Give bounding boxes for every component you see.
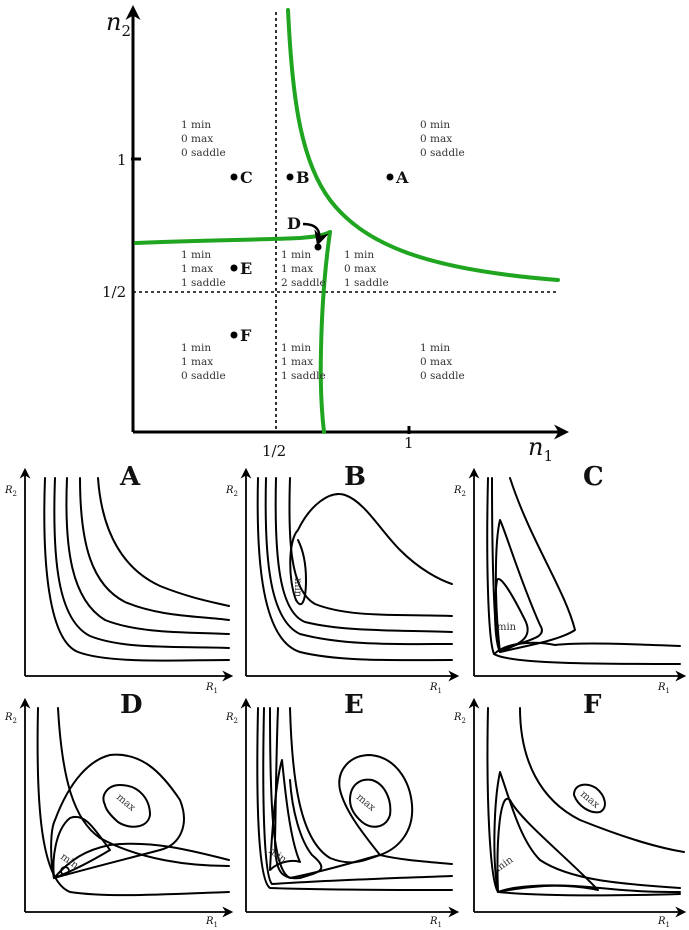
panel-D-title: D <box>120 690 143 720</box>
panel-F-y-label: R2 <box>453 712 466 725</box>
panel-E-x-label: R1 <box>429 916 442 929</box>
point-D: D <box>287 214 329 251</box>
panel-C-y-label: R2 <box>453 485 466 498</box>
n1-axis-label: n1 <box>528 433 553 465</box>
panel-D-x-label: R1 <box>205 916 218 929</box>
panel-D-max-label: max <box>114 792 137 814</box>
svg-text:A: A <box>395 168 409 187</box>
panel-A-y-label: R2 <box>4 485 17 498</box>
n1-tick-label-half: 1/2 <box>262 442 286 460</box>
boundary-curve-horizontal <box>134 230 332 245</box>
panel-E-title: E <box>344 690 364 720</box>
region-label-top-left: 1 min 0 max 0 saddle <box>181 119 226 159</box>
panel-C-x-label: R1 <box>657 682 670 695</box>
point-B: B <box>286 168 310 187</box>
panel-B-y-label: R2 <box>225 485 238 498</box>
n2-tick-label-half: 1/2 <box>102 283 126 301</box>
panel-C: C R2 R1 min <box>453 462 687 695</box>
panel-A-x-label: R1 <box>205 682 218 695</box>
region-label-mid-left: 1 min 1 max 1 saddle <box>181 249 226 289</box>
n2-axis-label: n2 <box>106 8 131 40</box>
region-label-mid-center: 1 min 1 max 2 saddle <box>281 249 326 289</box>
panel-E-max-label: max <box>354 792 377 814</box>
panel-F-x-label: R1 <box>657 916 670 929</box>
n2-tick-label-one: 1 <box>117 151 127 169</box>
panel-B-x-label: R1 <box>429 682 442 695</box>
boundary-curve-hyperbola <box>286 8 560 282</box>
point-E: E <box>230 259 252 278</box>
n1-tick-label-one: 1 <box>404 434 414 452</box>
panel-C-title: C <box>583 462 604 492</box>
region-label-top-right: 0 min 0 max 0 saddle <box>420 119 465 159</box>
region-label-bottom-center: 1 min 1 max 1 saddle <box>281 342 326 382</box>
panel-E-y-label: R2 <box>225 712 238 725</box>
point-A: A <box>386 168 409 187</box>
point-F: F <box>230 326 252 345</box>
panel-F: F R2 R1 max min <box>453 690 687 929</box>
panel-D-y-label: R2 <box>4 712 17 725</box>
region-label-bottom-right: 1 min 0 max 0 saddle <box>420 342 465 382</box>
svg-text:F: F <box>240 326 252 345</box>
boundary-curve-vertical <box>318 230 332 434</box>
phase-diagram: n2 n1 1/2 1 1 1/2 1 min 0 max 0 saddle 0… <box>102 5 569 465</box>
panel-F-title: F <box>583 690 602 720</box>
panel-D: D R2 R1 max min <box>4 690 234 929</box>
svg-text:B: B <box>296 168 310 187</box>
panel-A-title: A <box>119 462 141 492</box>
panel-B-min-label: min <box>292 578 303 598</box>
panel-C-min-label: min <box>497 622 517 633</box>
point-C: C <box>230 168 253 187</box>
svg-text:D: D <box>287 214 301 233</box>
panel-F-max-label: max <box>578 789 601 811</box>
svg-text:C: C <box>240 168 253 187</box>
panel-B: B R2 R1 min <box>225 462 460 695</box>
panel-A: A R2 R1 <box>4 462 234 695</box>
region-label-bottom-left: 1 min 1 max 0 saddle <box>181 342 226 382</box>
svg-text:E: E <box>240 259 252 278</box>
panel-B-title: B <box>344 462 366 492</box>
point-D-arrow <box>302 222 329 246</box>
region-label-mid-right: 1 min 0 max 1 saddle <box>344 249 389 289</box>
panel-E: E R2 R1 max min <box>225 690 460 929</box>
